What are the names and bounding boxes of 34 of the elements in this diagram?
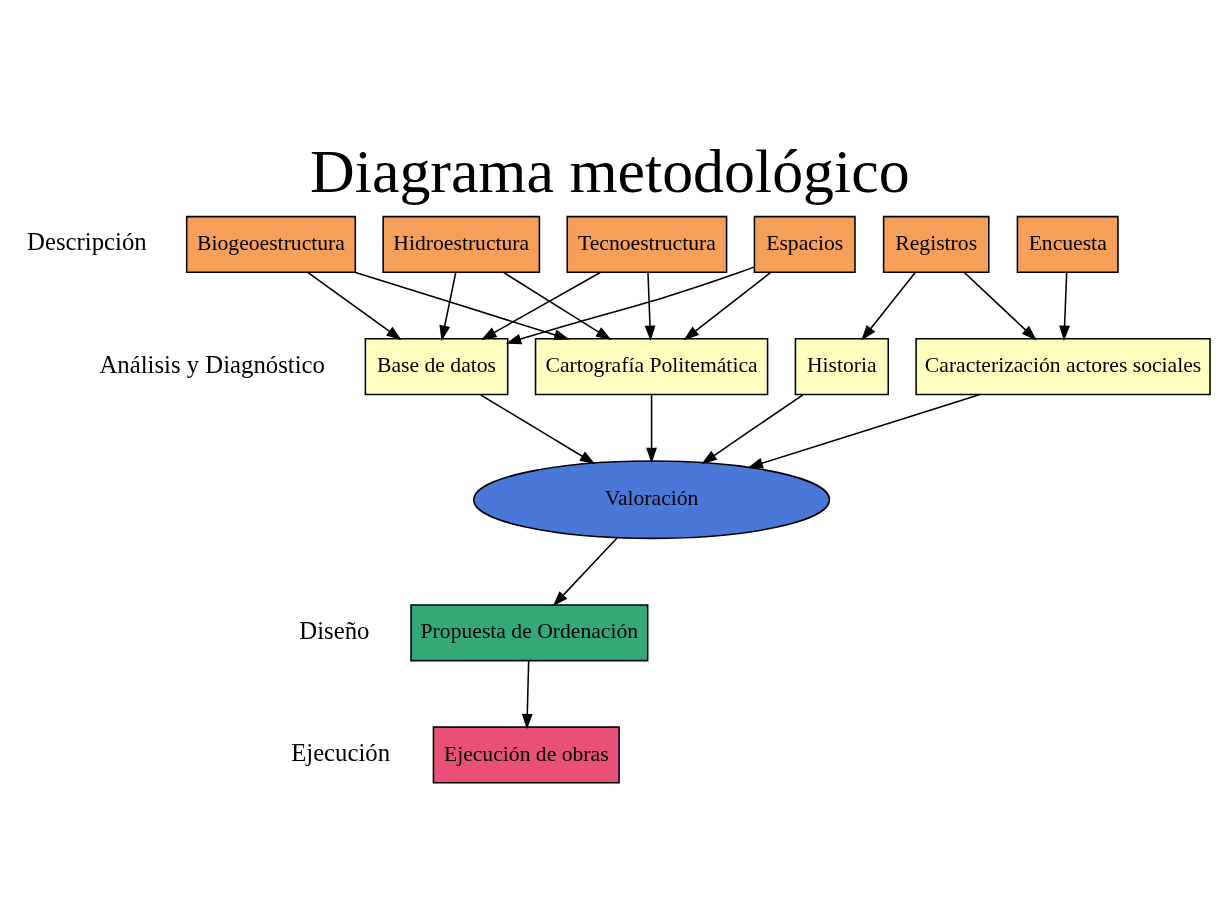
arrow: [747, 393, 981, 469]
node-box: Registros: [882, 215, 990, 274]
arrow: [521, 659, 533, 730]
arrow: [701, 394, 804, 465]
node-box: Historia: [794, 338, 889, 396]
arrow: [479, 394, 596, 465]
arrow: [552, 537, 618, 607]
arrow: [861, 271, 917, 341]
node-box: Tecnoestructura: [566, 215, 728, 274]
node-box: Base de datos: [364, 338, 509, 396]
node-box: Ejecución de obras: [432, 726, 620, 784]
arrow: [1059, 271, 1070, 342]
arrow: [354, 271, 570, 341]
node-box: Encuesta: [1016, 215, 1119, 274]
arrow: [683, 271, 772, 341]
label: Descripción: [27, 228, 147, 256]
diagram-title: Diagrama metodológico: [310, 136, 910, 205]
arrow: [306, 271, 402, 341]
node-box: Hidroestructura: [382, 215, 541, 274]
node-box: Espacios: [753, 215, 856, 274]
arrow: [439, 271, 457, 342]
label: Diseño: [299, 616, 370, 644]
node-box: Biogeoestructura: [185, 215, 357, 274]
arrow: [502, 271, 612, 341]
arrow: [646, 394, 657, 464]
arrow: [963, 271, 1037, 341]
node-box: Propuesta de Ordenación: [410, 604, 649, 662]
node-box: Cartografía Politemática: [534, 338, 769, 396]
arrow: [505, 266, 755, 345]
label: Ejecución: [291, 738, 391, 766]
arrow: [481, 271, 601, 340]
node-box: Caracterización actores sociales: [915, 338, 1211, 396]
arrow: [644, 271, 656, 342]
label: Análisis y Diagnóstico: [99, 350, 325, 378]
